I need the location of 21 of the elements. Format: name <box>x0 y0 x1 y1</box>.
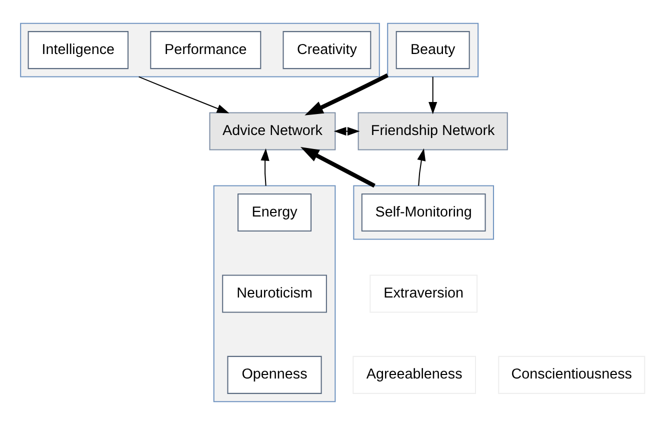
arrow <box>300 146 376 188</box>
node-box: Self-Monitoring <box>361 192 486 232</box>
arrow <box>260 148 270 186</box>
node-box: Advice Network <box>209 112 336 150</box>
cluster <box>353 184 494 240</box>
node-box: Energy <box>238 192 312 232</box>
arrow <box>138 76 230 113</box>
node-box: Neuroticism <box>222 274 327 312</box>
arrow <box>304 72 389 115</box>
cluster <box>20 22 380 77</box>
cluster <box>213 184 336 402</box>
node-box: Beauty <box>396 30 470 69</box>
node-box: Friendship Network <box>358 112 508 150</box>
arrow <box>417 148 426 186</box>
arrow <box>334 126 360 136</box>
node-box: Openness <box>227 355 322 394</box>
node-box: Performance <box>150 30 262 69</box>
cluster <box>387 22 479 77</box>
node-box: Intelligence <box>28 30 129 69</box>
node-box: Creativity <box>282 30 372 69</box>
arrow <box>428 76 438 114</box>
